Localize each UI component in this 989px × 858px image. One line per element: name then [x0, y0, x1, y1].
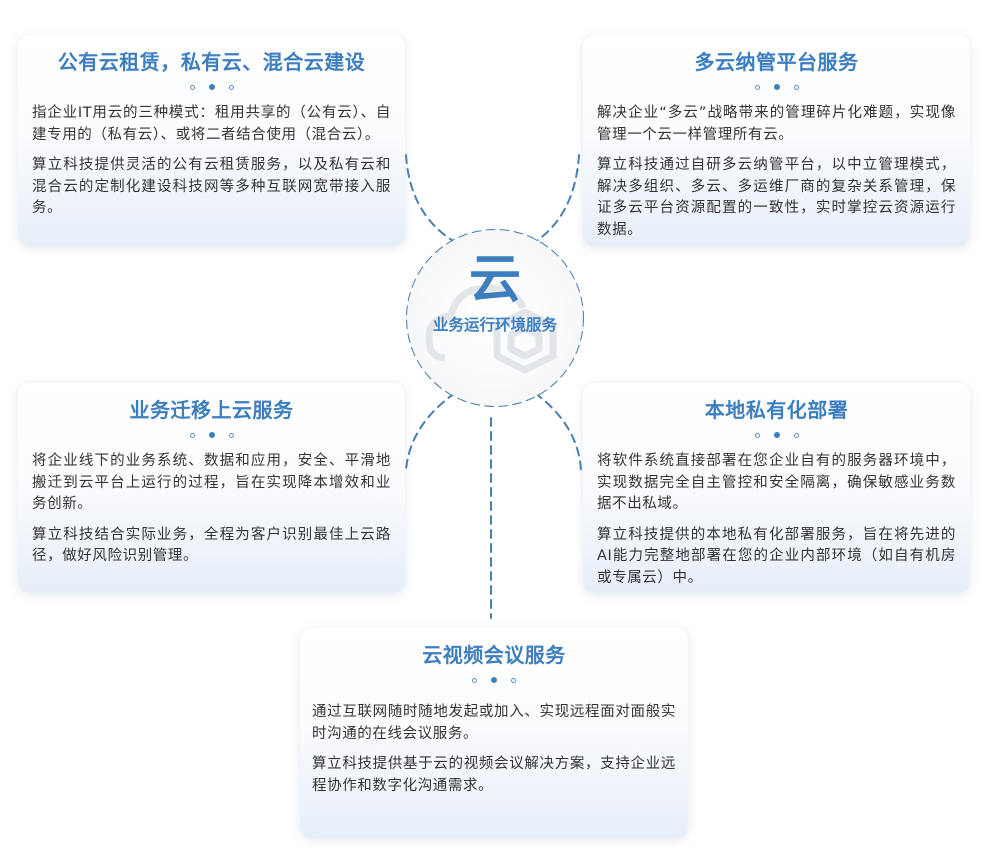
- card-title: 业务迁移上云服务: [129, 398, 294, 422]
- dot-indicator: [32, 79, 391, 95]
- dot-active-icon: [773, 432, 780, 438]
- connector-top-right: [534, 154, 580, 243]
- card-cloud-migration: 业务迁移上云服务 将企业线下的业务系统、数据和应用，安全、平滑地搬迁到云平台上运…: [18, 383, 405, 593]
- card-paragraph: 将软件系统直接部署在您企业自有的服务器环境中，实现数据完全自主管控和安全隔离，确…: [597, 453, 956, 512]
- dot-indicator: [597, 427, 956, 443]
- card-paragraph: 算立科技通过自研多云纳管平台，以中立管理模式，解决多组织、多云、多运维厂商的复杂…: [597, 157, 956, 238]
- hub-glyph: 云: [468, 250, 521, 310]
- connector-top-left: [405, 154, 456, 243]
- dot-icon: [189, 432, 195, 438]
- dot-icon: [189, 84, 195, 90]
- dot-icon: [793, 84, 799, 90]
- dot-icon: [472, 677, 477, 683]
- dot-indicator: [597, 79, 956, 95]
- dot-icon: [793, 432, 799, 438]
- card-title: 本地私有化部署: [704, 398, 849, 422]
- card-paragraph: 算立科技提供的本地私有化部署服务，旨在将先进的AI能力完整地部署在您的企业内部环…: [597, 526, 956, 586]
- card-paragraph: 算立科技提供灵活的公有云租赁服务，以及私有云和混合云的定制化建设科技网等多种互联…: [32, 157, 391, 216]
- card-title: 公有云租赁，私有云、混合云建设: [57, 50, 366, 74]
- card-cloud-video-conference: 云视频会议服务 通过互联网随时随地发起或加入、实现远程面对面般实时沟通的在线会议…: [300, 628, 688, 838]
- card-on-premise-deployment: 本地私有化部署 将软件系统直接部署在您企业自有的服务器环境中，实现数据完全自主管…: [583, 383, 970, 593]
- card-paragraph: 解决企业“多云”战略带来的管理碎片化难题，实现像管理一个云一样管理所有云。: [597, 105, 956, 143]
- card-paragraph: 通过互联网随时随地发起或加入、实现远程面对面般实时沟通的在线会议服务。: [312, 704, 676, 742]
- hub-label: 业务运行环境服务: [432, 316, 557, 334]
- dot-active-icon: [208, 432, 215, 438]
- card-multi-cloud-management: 多云纳管平台服务 解决企业“多云”战略带来的管理碎片化难题，实现像管理一个云一样…: [583, 35, 970, 246]
- dot-active-icon: [773, 84, 780, 90]
- dot-icon: [228, 84, 234, 90]
- dot-icon: [511, 677, 516, 683]
- card-paragraph: 算立科技结合实际业务，全程为客户识别最佳上云路径，做好风险识别管理。: [32, 526, 391, 565]
- card-title: 多云纳管平台服务: [694, 50, 859, 74]
- dot-icon: [228, 432, 234, 438]
- connector-middle-right: [534, 392, 582, 471]
- card-paragraph: 将企业线下的业务系统、数据和应用，安全、平滑地搬迁到云平台上运行的过程，旨在实现…: [32, 453, 391, 512]
- card-paragraph: 指企业IT用云的三种模式：租用共享的（公有云）、自建专用的（私有云）、或将二者结…: [32, 105, 391, 143]
- dot-indicator: [32, 427, 391, 443]
- connector-middle-left: [405, 392, 456, 471]
- card-paragraph: 算立科技提供基于云的视频会议解决方案，支持企业远程协作和数字化沟通需求。: [312, 756, 676, 794]
- dot-active-icon: [491, 677, 497, 683]
- dot-icon: [754, 432, 760, 438]
- dot-icon: [754, 84, 760, 90]
- dot-active-icon: [208, 84, 215, 90]
- dot-indicator: [312, 672, 676, 688]
- card-public-private-hybrid-cloud: 公有云租赁，私有云、混合云建设 指企业IT用云的三种模式：租用共享的（公有云）、…: [18, 35, 405, 246]
- cloud-hexagon-watermark-icon: [425, 284, 557, 374]
- card-title: 云视频会议服务: [422, 643, 566, 667]
- center-hub: 云 业务运行环境服务: [407, 230, 583, 406]
